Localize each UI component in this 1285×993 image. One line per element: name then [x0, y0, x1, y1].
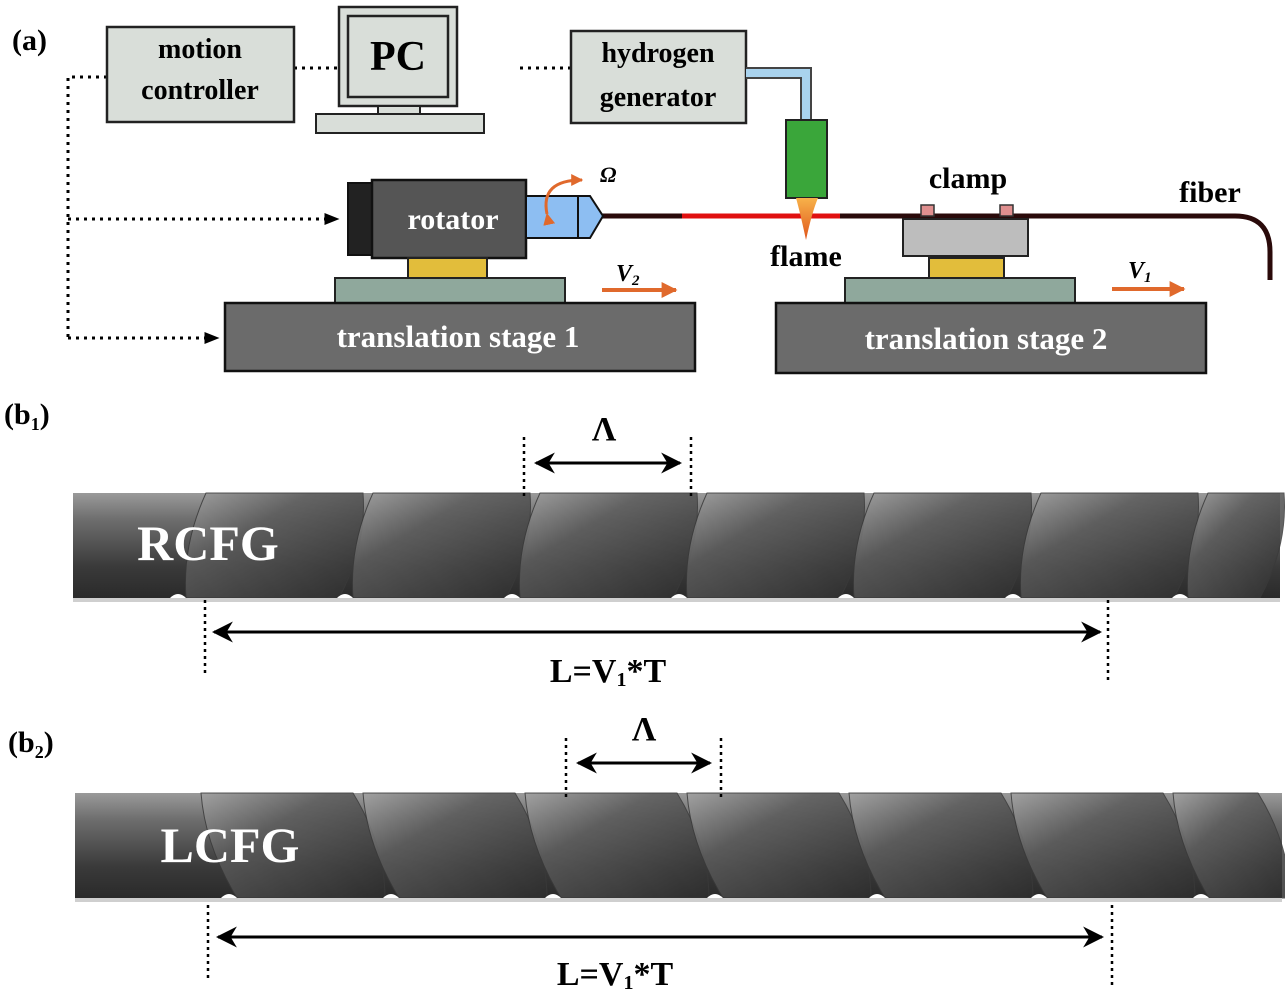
grating-seam: [545, 894, 561, 898]
grating-seam: [671, 594, 687, 598]
v1-label: V1: [1128, 258, 1152, 286]
hydrogen-generator-line1: hydrogen: [601, 38, 714, 69]
grating-segment: [1010, 792, 1196, 899]
clamp-pad-right: [999, 204, 1014, 217]
panel-a: (a) motion controller PC hydrogen: [12, 5, 1273, 375]
stage1-base: [223, 301, 697, 373]
panel-b1: (b1) RCFG Λ L=V1*T: [4, 398, 1285, 691]
grating-seam: [707, 894, 723, 898]
flame-label: flame: [770, 240, 842, 273]
stage2-base: [774, 301, 1208, 375]
motion-controller-line2: controller: [141, 75, 259, 106]
grating-seam: [504, 594, 520, 598]
panel-a-label: (a): [12, 24, 47, 57]
stage2-label: translation stage 2: [865, 321, 1108, 356]
rotation-arrow-icon: [543, 174, 584, 226]
grating-segment: [1019, 492, 1199, 599]
grating-seam: [1005, 594, 1021, 598]
clamp-label: clamp: [929, 162, 1007, 195]
period-label-b2: Λ: [632, 711, 657, 748]
rotator-body: [370, 178, 528, 260]
length-formula-b1: L=V1*T: [550, 653, 667, 691]
torch-nozzle: [785, 119, 828, 199]
period-marker-b1: [522, 437, 693, 498]
length-marker-b1: [203, 600, 1110, 680]
grating-seam: [1031, 894, 1047, 898]
rotator: rotator Ω: [347, 162, 617, 260]
omega-label: Ω: [600, 162, 617, 187]
stage1-label: translation stage 1: [337, 319, 580, 354]
hose-outline: [746, 67, 812, 120]
length-marker-b2: [206, 905, 1114, 985]
lcfg-fiber: [75, 792, 1285, 902]
rotator-cap: [347, 182, 375, 256]
clamp: clamp: [902, 162, 1029, 257]
grating-segment: [685, 492, 865, 599]
stage1-carriage: [334, 277, 566, 304]
grating-seam: [838, 594, 854, 598]
velocity-v1: V1: [1112, 258, 1186, 297]
grating-seam: [221, 894, 237, 898]
grating-segment: [362, 792, 548, 899]
grating-seam: [383, 894, 399, 898]
grating-seam: [869, 894, 885, 898]
period-marker-b2: [564, 738, 723, 800]
pc-icon: PC: [315, 5, 485, 134]
grating-segment: [686, 792, 872, 899]
translation-stage-2: translation stage 2: [774, 257, 1208, 375]
motion-controller-line1: motion: [158, 34, 242, 65]
grating-seam: [1193, 894, 1209, 898]
controller-vertical-link: [66, 75, 107, 338]
hydrogen-generator-box: hydrogen generator: [569, 29, 748, 125]
stage1-mount: [407, 257, 488, 279]
motion-controller-box: motion controller: [105, 25, 296, 124]
hydrogen-generator-line2: generator: [600, 82, 717, 113]
length-formula-b2: L=V1*T: [557, 956, 674, 993]
optical-fiber: [600, 213, 1273, 280]
rcfg-fiber: [73, 492, 1285, 602]
grating-segment: [1172, 792, 1285, 899]
velocity-v2: V2: [602, 261, 678, 298]
stage2-carriage: [844, 277, 1076, 304]
flame-icon: [796, 198, 818, 240]
translation-stage-1: translation stage 1: [223, 257, 697, 373]
grating-seam: [1172, 594, 1188, 598]
panel-b2-label: (b2): [8, 726, 54, 762]
fiber-shadow: [75, 898, 1282, 902]
chuck-tip: [577, 195, 605, 239]
panel-b1-label: (b1): [4, 398, 50, 434]
grating-segment: [852, 492, 1032, 599]
lcfg-label: LCFG: [161, 817, 300, 873]
grating-segment: [848, 792, 1034, 899]
grating-segment: [524, 792, 710, 899]
fiber-shadow: [73, 598, 1280, 602]
clamp-pad-left: [920, 204, 935, 217]
grating-segment: [351, 492, 531, 599]
v2-label: V2: [616, 261, 640, 289]
stage2-mount: [928, 257, 1005, 279]
pc-label: PC: [370, 34, 426, 80]
grating-segment: [518, 492, 698, 599]
panel-b2: (b2) LCFG Λ L=V1*T: [8, 711, 1285, 993]
fiber-label: fiber: [1179, 176, 1241, 209]
rotator-label: rotator: [407, 203, 498, 236]
fiber-chuck: [525, 195, 579, 239]
grating-seam: [337, 594, 353, 598]
clamp-block: [902, 218, 1029, 257]
hydrogen-hose: [746, 69, 810, 120]
grating-seam: [170, 594, 186, 598]
period-label-b1: Λ: [592, 411, 617, 448]
rcfg-label: RCFG: [137, 515, 279, 571]
